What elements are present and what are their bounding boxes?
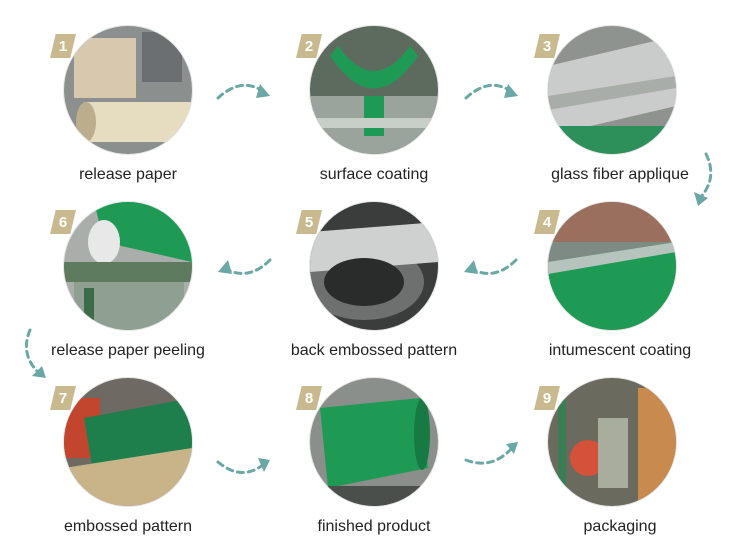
step-3-label: glass fiber applique xyxy=(551,166,689,183)
step-9-label: packaging xyxy=(583,518,657,535)
step-1-photo xyxy=(64,26,192,154)
step-9-badge: 9 xyxy=(534,386,560,410)
step-8-label: finished product xyxy=(317,518,431,535)
step-6-label: release paper peeling xyxy=(51,342,205,359)
step-6-photo xyxy=(64,202,192,330)
step-4-label: intumescent coating xyxy=(548,342,692,359)
arrow-6-to-7 xyxy=(24,328,46,378)
arrow-2-to-3 xyxy=(464,83,518,100)
arrow-1-to-2 xyxy=(216,83,270,100)
step-8: 8 finished product xyxy=(274,378,474,548)
step-4-badge: 4 xyxy=(534,210,560,234)
step-7: 7 embossed pattern xyxy=(28,378,228,548)
step-2-label: surface coating xyxy=(319,166,429,183)
arrow-8-to-9 xyxy=(464,442,518,465)
step-3-photo xyxy=(548,26,676,154)
arrow-4-to-5 xyxy=(464,258,518,275)
step-5-photo xyxy=(310,202,438,330)
step-5-label: back embossed pattern xyxy=(290,342,458,359)
step-2-badge: 2 xyxy=(296,34,322,58)
step-8-photo xyxy=(310,378,438,506)
step-1: 1 release paper xyxy=(28,26,228,196)
step-9-photo xyxy=(548,378,676,506)
step-3: 3 glass fiber applique xyxy=(520,26,720,196)
step-6: 6 release paper peeling xyxy=(28,202,228,372)
arrow-3-to-4 xyxy=(694,152,713,206)
step-2: 2 surface coating xyxy=(274,26,474,196)
arrow-7-to-8 xyxy=(216,458,270,474)
step-7-label: embossed pattern xyxy=(63,518,193,535)
step-1-label: release paper xyxy=(79,166,177,183)
arrow-5-to-6 xyxy=(218,258,272,275)
step-1-badge: 1 xyxy=(50,34,76,58)
step-9: 9 packaging xyxy=(520,378,720,548)
step-4: 4 intumescent coating xyxy=(520,202,720,372)
step-6-badge: 6 xyxy=(50,210,76,234)
step-3-badge: 3 xyxy=(534,34,560,58)
step-4-photo xyxy=(548,202,676,330)
step-8-badge: 8 xyxy=(296,386,322,410)
step-7-photo xyxy=(64,378,192,506)
step-5-badge: 5 xyxy=(296,210,322,234)
step-7-badge: 7 xyxy=(50,386,76,410)
step-5: 5 back embossed pattern xyxy=(274,202,474,372)
step-2-photo xyxy=(310,26,438,154)
